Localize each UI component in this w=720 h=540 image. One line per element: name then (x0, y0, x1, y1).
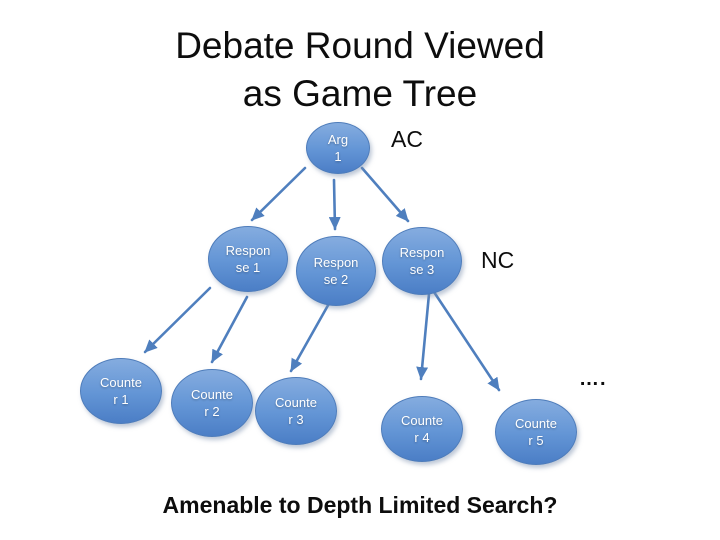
node-label: Counte r 4 (401, 413, 443, 445)
edge-response3-counter5 (432, 290, 501, 392)
tree-node-counter4: Counte r 4 (381, 396, 463, 462)
node-label: Counte r 5 (515, 416, 557, 448)
edge-arg1-response1 (250, 166, 307, 222)
node-label: Respon se 1 (225, 243, 271, 275)
edge-response3-counter4 (416, 292, 431, 381)
edge-arg1-response3 (360, 166, 410, 223)
tree-node-counter5: Counte r 5 (495, 399, 577, 465)
node-label: Counte r 2 (191, 387, 233, 419)
edge-response1-counter1 (143, 286, 212, 354)
annotation-nc: NC (481, 247, 515, 273)
node-label: Counte r 1 (100, 375, 142, 407)
edge-arg1-response2 (328, 178, 341, 231)
continuation-ellipsis: …. (579, 368, 607, 390)
annotation-ac: AC (391, 126, 423, 152)
tree-node-counter2: Counte r 2 (171, 369, 253, 437)
node-label: Respon se 3 (399, 245, 445, 277)
tree-node-counter3: Counte r 3 (255, 377, 337, 445)
slide-title: Debate Round Viewed as Game Tree (175, 25, 545, 114)
tree-node-response1: Respon se 1 (208, 226, 288, 292)
edge-response2-counter3 (289, 298, 333, 373)
node-label: Counte r 3 (275, 395, 317, 427)
tree-node-response2: Respon se 2 (296, 236, 376, 306)
edge-response1-counter2 (210, 295, 249, 364)
node-label: Arg 1 (327, 132, 349, 164)
tree-node-counter1: Counte r 1 (80, 358, 162, 424)
node-label: Respon se 2 (313, 255, 359, 287)
footer-question: Amenable to Depth Limited Search? (162, 492, 558, 518)
tree-node-arg1: Arg 1 (306, 122, 370, 174)
tree-node-response3: Respon se 3 (382, 227, 462, 295)
